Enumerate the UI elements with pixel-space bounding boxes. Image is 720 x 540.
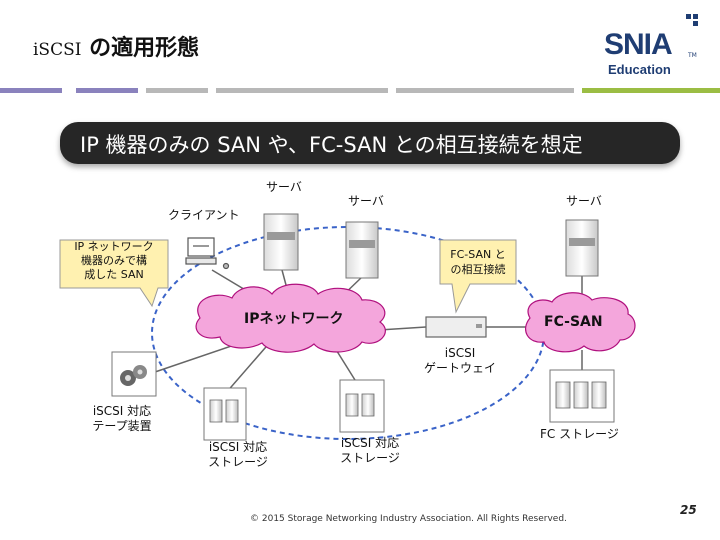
server-2: [345, 221, 379, 279]
snia-logo: SNIA TM Education: [600, 14, 710, 80]
ip-network-cloud: [195, 283, 386, 353]
label-callout-fc: FC-SAN と の相互接続: [450, 248, 506, 276]
label-server-2: サーバ: [348, 194, 384, 208]
copyright-footer: © 2015 Storage Networking Industry Assoc…: [250, 514, 567, 524]
iscsi-tape-device: [111, 351, 157, 397]
label-fc-san: FC-SAN: [544, 314, 603, 330]
banner-box: [60, 122, 680, 164]
label-gateway: iSCSI ゲートウェイ: [423, 346, 496, 375]
label-ip-network: IPネットワーク: [244, 311, 344, 327]
title-ascii: iSCSI: [33, 40, 82, 60]
logo-sub: Education: [608, 62, 671, 77]
header-rule: [0, 88, 720, 94]
banner-text: IP 機器のみの SAN や、FC-SAN との相互接続を想定: [80, 133, 583, 157]
server-3: [565, 219, 599, 277]
label-server-1: サーバ: [266, 180, 302, 194]
server-1: [263, 213, 299, 271]
fc-san-cloud: [525, 292, 636, 353]
label-tape: iSCSI 対応 テープ装置: [92, 404, 152, 433]
callout-fc-interconnect: [439, 239, 517, 314]
logo-mark-icon: [686, 14, 698, 26]
title-rest: の適用形態: [81, 36, 200, 61]
logo-main: SNIA: [604, 28, 673, 61]
label-callout-ip: IP ネットワーク 機器のみで構 成した SAN: [74, 240, 154, 281]
label-storage-2: iSCSI 対応 ストレージ: [340, 436, 400, 465]
fc-storage: [549, 369, 615, 423]
label-client: クライアント: [168, 208, 240, 222]
iscsi-gateway: [425, 316, 487, 338]
iscsi-storage-2: [339, 379, 385, 433]
page-title: iSCSI の適用形態: [33, 30, 199, 62]
page-number: 25: [680, 503, 697, 517]
logo-tm: TM: [688, 52, 697, 59]
label-server-3: サーバ: [566, 194, 602, 208]
label-storage-1: iSCSI 対応 ストレージ: [208, 440, 268, 469]
label-fc-storage: FC ストレージ: [540, 427, 619, 441]
callout-ip-san: [59, 239, 169, 308]
client-pc-icon: [185, 237, 230, 270]
iscsi-storage-1: [203, 387, 247, 441]
